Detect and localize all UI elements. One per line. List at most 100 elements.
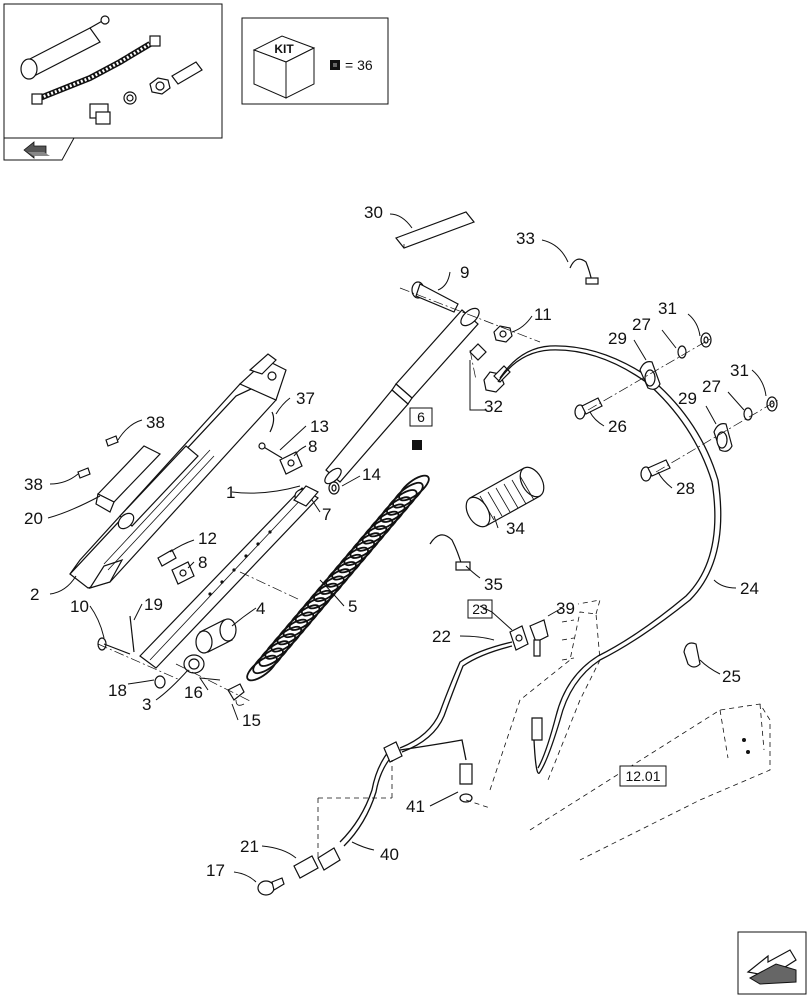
ref-box-6[interactable]: 6 (409, 407, 433, 427)
callout-8b[interactable]: 8 (198, 553, 207, 572)
part-16-ring (183, 654, 205, 674)
callout-32[interactable]: 32 (484, 397, 503, 416)
part-18-washer (154, 675, 166, 689)
part-30-plate (395, 211, 475, 249)
thumb-tube (171, 61, 203, 85)
part-29-clamp-lower (713, 423, 733, 452)
frame-section-12-01 (489, 599, 771, 861)
kit-cube-icon: KIT (252, 35, 316, 99)
part-8-clip-upper (279, 451, 303, 475)
part-2-frame (69, 353, 287, 590)
part-13-pin (258, 442, 283, 459)
hydraulic-cylinder (324, 281, 487, 485)
callout-27b[interactable]: 27 (702, 377, 721, 396)
ref-box-12-01[interactable]: 12.01 (619, 765, 667, 787)
arrow-next-icon (746, 949, 797, 985)
part-12-clip (157, 549, 177, 567)
callout-17[interactable]: 17 (206, 861, 225, 880)
callout-39[interactable]: 39 (556, 599, 575, 618)
part-17-cap (257, 877, 285, 896)
callout-9[interactable]: 9 (460, 263, 469, 282)
part-22-hose (399, 641, 513, 749)
callout-15[interactable]: 15 (242, 711, 261, 730)
spring-coil (386, 489, 418, 516)
callout-10[interactable]: 10 (70, 597, 89, 616)
spring-coil (398, 474, 430, 502)
thumbnail-panel[interactable] (3, 3, 223, 139)
callout-14[interactable]: 14 (362, 465, 381, 484)
part-25-clip (683, 642, 701, 668)
callout-29a[interactable]: 29 (608, 329, 627, 348)
callout-37[interactable]: 37 (296, 389, 315, 408)
leader-lines (47, 213, 767, 883)
part-15-clip (227, 683, 245, 706)
part-35-strap (429, 534, 471, 571)
part-23-fitting (509, 625, 529, 651)
svg-text:12.01: 12.01 (625, 768, 660, 784)
callout-35[interactable]: 35 (484, 575, 503, 594)
callout-26[interactable]: 26 (608, 417, 627, 436)
next-nav-button[interactable] (737, 931, 807, 995)
kit-marker-icon (412, 440, 422, 450)
spring-coil (392, 481, 424, 509)
callout-3[interactable]: 3 (142, 695, 151, 714)
part-20-bracket (95, 445, 161, 513)
part-27-washer-upper (677, 345, 687, 359)
part-21-coupling (293, 847, 341, 879)
back-nav-button[interactable] (3, 137, 75, 161)
part-9-pin (411, 281, 459, 313)
callout-22[interactable]: 22 (432, 627, 451, 646)
thumb-fittings (89, 91, 137, 125)
part-39-elbow (529, 619, 549, 657)
callout-4[interactable]: 4 (256, 599, 265, 618)
callout-19[interactable]: 19 (144, 595, 163, 614)
part-28-bolt (640, 459, 671, 482)
callout-31b[interactable]: 31 (730, 361, 749, 380)
callout-12[interactable]: 12 (198, 529, 217, 548)
part-7-bushing (293, 485, 319, 507)
thumb-hose (31, 35, 161, 105)
part-24-hose (499, 345, 722, 774)
callout-8a[interactable]: 8 (308, 437, 317, 456)
svg-text:23: 23 (472, 601, 488, 617)
arrow-back-icon (23, 141, 50, 159)
callout-18[interactable]: 18 (108, 681, 127, 700)
callout-38a[interactable]: 38 (146, 413, 165, 432)
callout-29b[interactable]: 29 (678, 389, 697, 408)
callout-33[interactable]: 33 (516, 229, 535, 248)
callout-7[interactable]: 7 (322, 505, 331, 524)
fitting-mid (383, 741, 403, 763)
part-1-rail (139, 487, 319, 669)
ref-box-23[interactable]: 23 (467, 599, 493, 619)
callout-30[interactable]: 30 (364, 203, 383, 222)
part-31-nut-lower (766, 396, 778, 412)
callout-24[interactable]: 24 (740, 579, 759, 598)
part-41-adapter (459, 763, 473, 803)
callout-25[interactable]: 25 (722, 667, 741, 686)
callout-31a[interactable]: 31 (658, 299, 677, 318)
kit-equals-text: = 36 (345, 57, 373, 73)
callout-38b[interactable]: 38 (24, 475, 43, 494)
part-4-bushing (195, 618, 237, 654)
callout-13[interactable]: 13 (310, 417, 329, 436)
part-38-clip-upper (105, 435, 119, 447)
callout-2[interactable]: 2 (30, 585, 39, 604)
callout-16[interactable]: 16 (184, 683, 203, 702)
part-27-washer-lower (743, 407, 753, 421)
part-11-nut (493, 325, 513, 343)
callout-1[interactable]: 1 (226, 483, 235, 502)
callout-27a[interactable]: 27 (632, 315, 651, 334)
callout-41[interactable]: 41 (406, 797, 425, 816)
callout-20[interactable]: 20 (24, 509, 43, 528)
part-5-spring (246, 474, 430, 682)
part-38-clip-lower (77, 467, 91, 479)
part-37-pin (269, 411, 275, 433)
part-40-hose (339, 751, 389, 843)
thumb-cylinder (20, 15, 110, 80)
callout-28[interactable]: 28 (676, 479, 695, 498)
callout-5[interactable]: 5 (348, 597, 357, 616)
callout-21[interactable]: 21 (240, 837, 259, 856)
callout-40[interactable]: 40 (380, 845, 399, 864)
callout-11[interactable]: 11 (534, 305, 552, 324)
callout-34[interactable]: 34 (506, 519, 525, 538)
